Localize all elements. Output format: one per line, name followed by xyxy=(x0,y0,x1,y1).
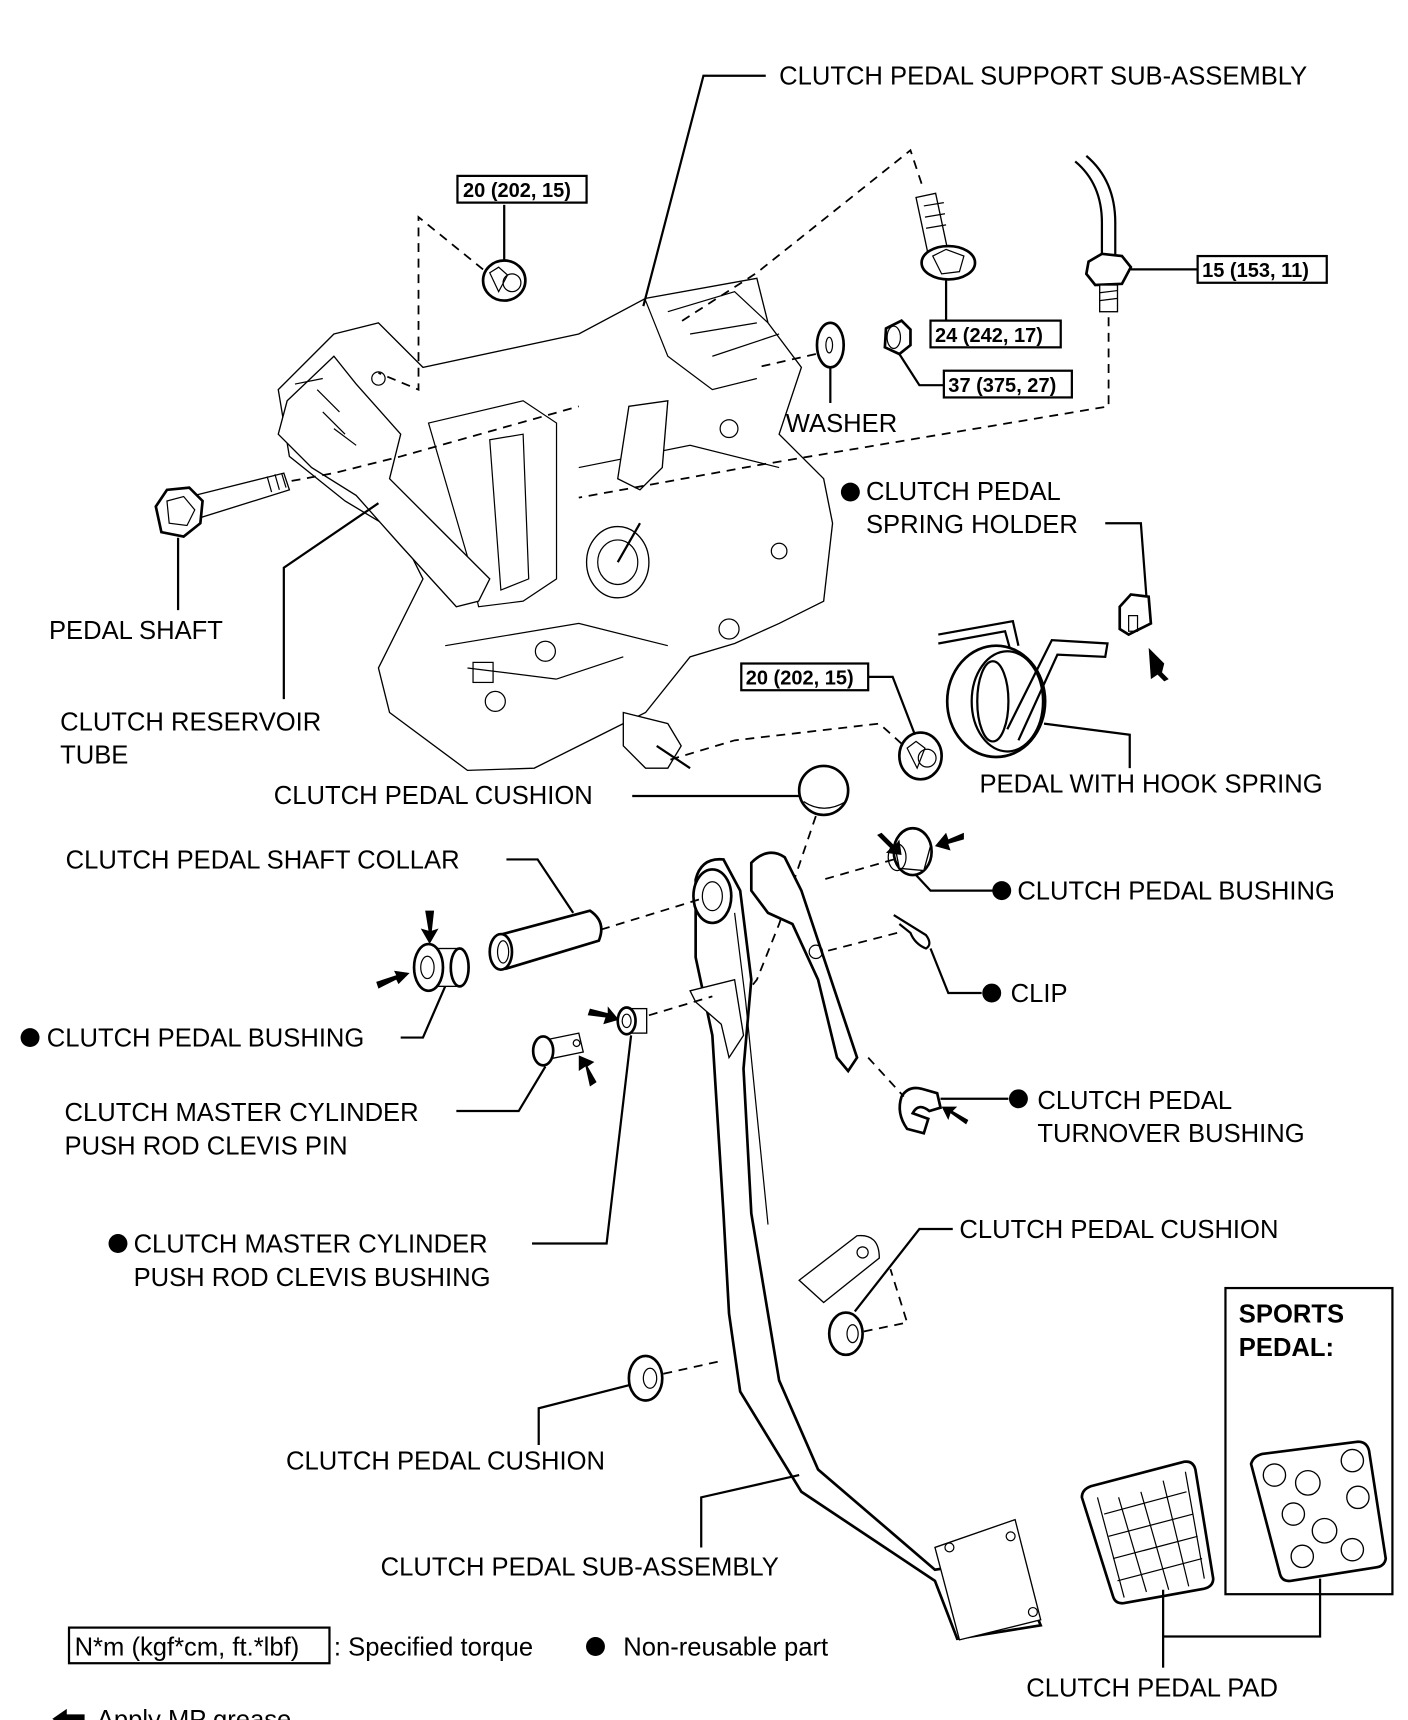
label-washer: WASHER xyxy=(786,410,897,438)
grease-arrow-icon xyxy=(941,1106,969,1125)
label-cushion-top: CLUTCH PEDAL CUSHION xyxy=(274,782,593,810)
label-clevis-bushing-line1: CLUTCH MASTER CYLINDER xyxy=(134,1230,488,1258)
clutch-pedal-shaft-collar xyxy=(488,909,603,971)
label-cushion-bottom: CLUTCH PEDAL CUSHION xyxy=(286,1448,605,1476)
label-cushion-right: CLUTCH PEDAL CUSHION xyxy=(959,1216,1278,1244)
torque-union: 15 (153, 11) xyxy=(1202,260,1309,282)
non-reusable-dot-spring-holder xyxy=(840,482,860,502)
label-turnover-bushing-line2: TURNOVER BUSHING xyxy=(1037,1120,1304,1148)
torque-box-bolt xyxy=(929,319,1062,349)
torque-nut-lower: 20 (202, 15) xyxy=(746,668,854,690)
grease-arrow-icon xyxy=(578,1055,597,1087)
hex-nut-right xyxy=(883,318,912,356)
grease-arrow-icon xyxy=(52,1708,85,1720)
clutch-pedal-bushing-left xyxy=(412,942,470,993)
flange-nut-top xyxy=(481,259,527,302)
clutch-pedal-pad-sports xyxy=(1249,1440,1388,1583)
non-reusable-dot-clevis-bushing xyxy=(108,1234,128,1253)
clevis-bushing xyxy=(616,1006,648,1036)
grease-arrow-icon xyxy=(1148,647,1169,682)
clutch-pedal-sub-assembly xyxy=(689,851,1043,1641)
pedal-with-hook-spring xyxy=(938,619,1109,759)
clutch-pedal-bushing-right xyxy=(887,826,933,877)
label-hook-spring: PEDAL WITH HOOK SPRING xyxy=(979,771,1322,799)
clutch-pedal-turnover-bushing xyxy=(898,1086,943,1135)
label-sports-pedal-line2: PEDAL: xyxy=(1239,1334,1334,1362)
clutch-pedal-spring-holder xyxy=(1118,593,1153,637)
grease-arrow-icon xyxy=(420,910,439,945)
label-pedal-sub-assembly: CLUTCH PEDAL SUB-ASSEMBLY xyxy=(381,1553,779,1581)
non-reusable-dot-bushing-left xyxy=(20,1028,40,1048)
label-turnover-bushing-line1: CLUTCH PEDAL xyxy=(1037,1087,1232,1115)
label-sports-pedal-line1: SPORTS xyxy=(1239,1301,1344,1329)
legend-torque-box xyxy=(67,1626,331,1665)
label-spring-holder-line2: SPRING HOLDER xyxy=(866,511,1078,539)
torque-nut-right: 37 (375, 27) xyxy=(948,375,1056,397)
grease-arrow-icon xyxy=(587,1006,619,1025)
legend-grease-text: Apply MP grease xyxy=(97,1706,291,1720)
torque-bolt: 24 (242, 17) xyxy=(935,325,1043,347)
clutch-pedal-cushion-top xyxy=(797,764,850,817)
grease-arrow-icon xyxy=(877,832,902,855)
label-spring-holder-line1: CLUTCH PEDAL xyxy=(866,478,1061,506)
label-pedal-pad: CLUTCH PEDAL PAD xyxy=(1026,1675,1278,1703)
torque-box-nut-top xyxy=(456,174,588,204)
label-shaft-collar: CLUTCH PEDAL SHAFT COLLAR xyxy=(66,846,460,874)
label-support-sub-assembly: CLUTCH PEDAL SUPPORT SUB-ASSEMBLY xyxy=(779,63,1307,91)
label-bushing-left: CLUTCH PEDAL BUSHING xyxy=(47,1024,365,1052)
clutch-pedal-pad-standard xyxy=(1080,1460,1215,1605)
torque-box-nut-right xyxy=(942,369,1073,399)
legend-torque-text: : Specified torque xyxy=(334,1633,533,1661)
label-reservoir-tube-line2: TUBE xyxy=(60,742,128,770)
label-clevis-pin-line1: CLUTCH MASTER CYLINDER xyxy=(65,1099,419,1127)
non-reusable-dot-bushing-right xyxy=(992,881,1012,901)
pedal-shaft xyxy=(154,472,291,539)
label-reservoir-tube-line1: CLUTCH RESERVOIR xyxy=(60,708,321,736)
flange-bolt-right xyxy=(915,192,977,281)
legend-non-reusable-text: Non-reusable part xyxy=(623,1633,828,1661)
label-clevis-pin-line2: PUSH ROD CLEVIS PIN xyxy=(65,1132,348,1160)
clutch-pedal-cushion-bottom xyxy=(627,1354,664,1402)
label-pedal-shaft: PEDAL SHAFT xyxy=(49,617,223,645)
torque-box-nut-lower xyxy=(740,662,870,692)
label-bushing-right: CLUTCH PEDAL BUSHING xyxy=(1017,878,1335,906)
legend-non-reusable-dot xyxy=(586,1637,605,1656)
non-reusable-dot-clip xyxy=(982,983,1002,1003)
clutch-line-union xyxy=(1074,155,1133,313)
label-clevis-bushing-line2: PUSH ROD CLEVIS BUSHING xyxy=(134,1264,491,1292)
clutch-pedal-support-sub-assembly xyxy=(277,277,834,772)
legend: N*m (kgf*cm, ft.*lbf) : Specified torque… xyxy=(52,1626,828,1720)
clevis-pin xyxy=(531,1032,585,1067)
flange-nut-lower xyxy=(898,731,943,781)
torque-nut-top: 20 (202, 15) xyxy=(463,180,571,202)
label-clip: CLIP xyxy=(1011,980,1068,1008)
washer xyxy=(815,321,846,369)
grease-arrow-icon xyxy=(376,970,410,989)
torque-box-union xyxy=(1196,254,1328,284)
non-reusable-dot-turnover-bushing xyxy=(1008,1089,1028,1109)
legend-torque-unit: N*m (kgf*cm, ft.*lbf) xyxy=(75,1633,300,1661)
clip xyxy=(893,914,931,950)
clutch-pedal-cushion-right xyxy=(827,1311,864,1357)
grease-arrow-icon xyxy=(934,832,964,851)
